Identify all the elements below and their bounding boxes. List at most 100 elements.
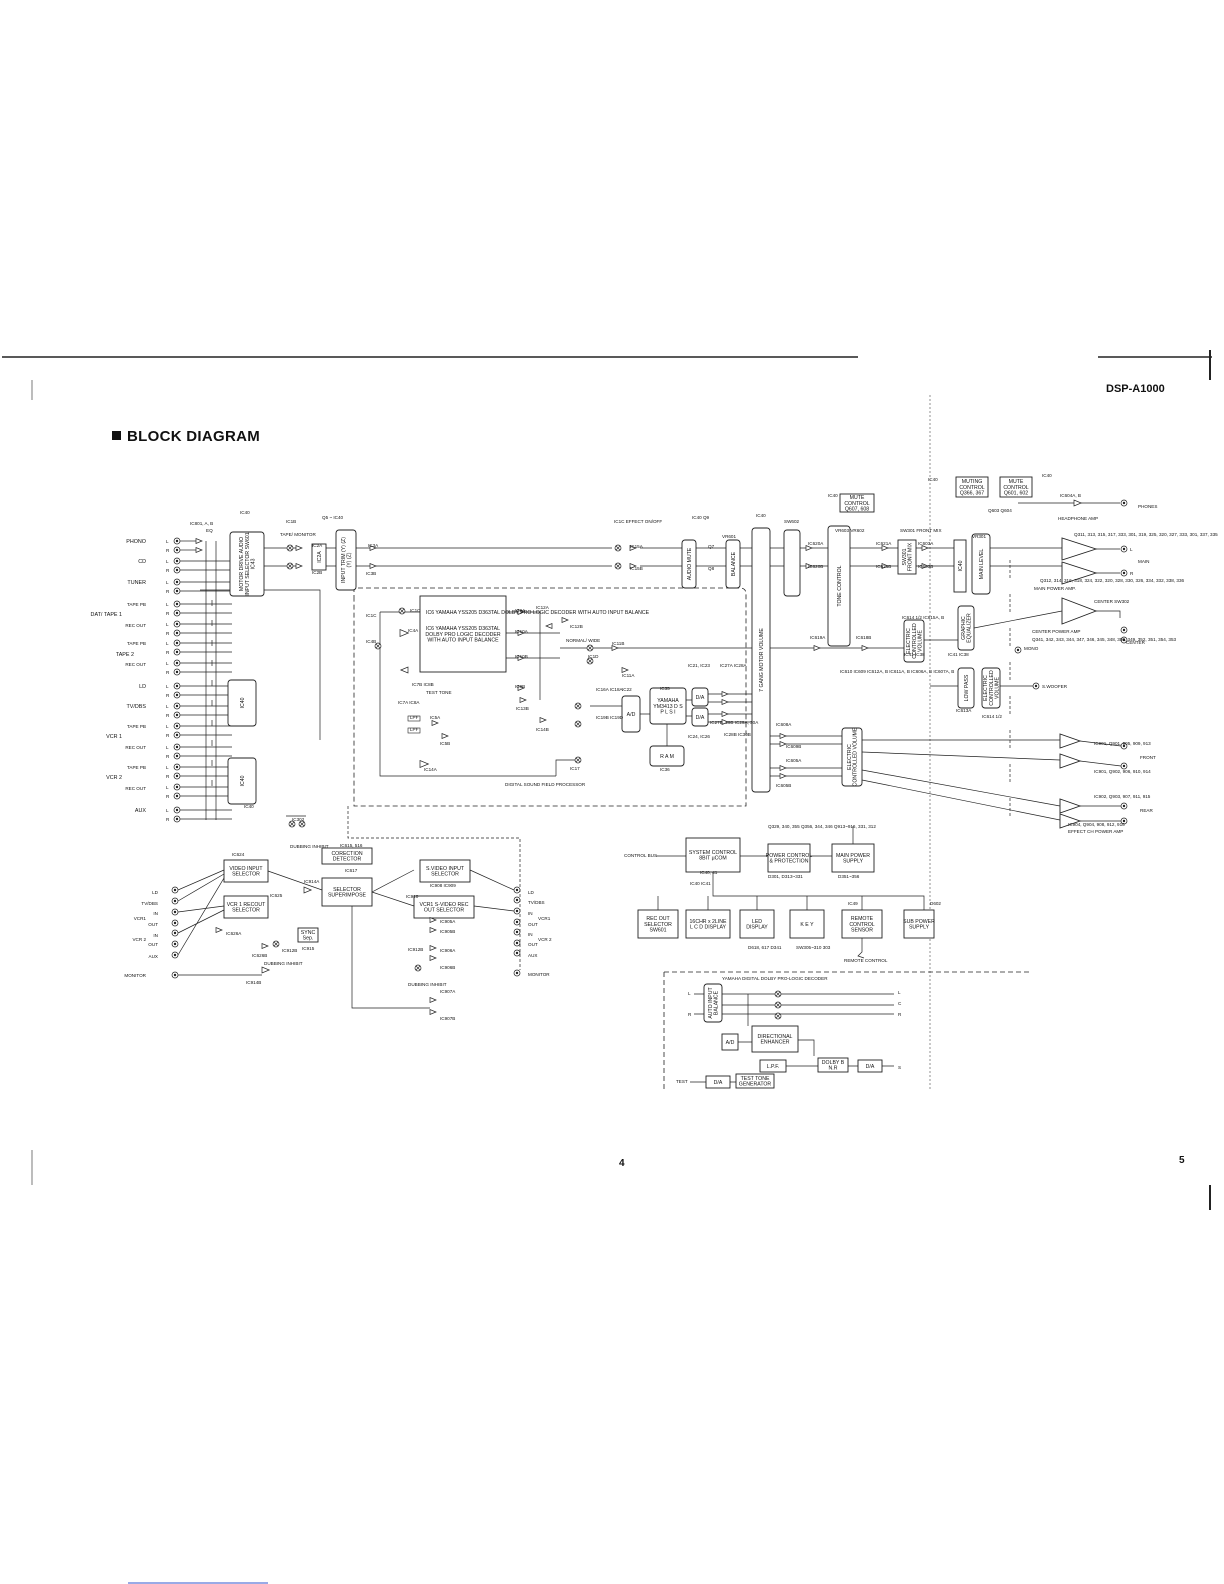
electric-control-1: ELECTRICCONTROLLEDVOLUME (903, 619, 925, 663)
ic41-ic38b-label: IC41 IC38 (948, 652, 969, 657)
audio-input-jack-0 (173, 537, 181, 545)
ic914b-label: IC914B (246, 980, 261, 985)
jack-lr-4: L (166, 580, 169, 585)
ic905b-label: IC905B (440, 929, 455, 934)
input-label-tvdbs: TV/DBS (127, 704, 147, 710)
lpf-block: L.P.F. (759, 1059, 787, 1073)
ic27b-amp (721, 698, 729, 706)
audio-input-labels: PHONO CD TUNER TAPE PB DAT/ TAPE 1 REC O… (91, 539, 147, 814)
decoder-out-c: C (898, 1001, 902, 1006)
electric-control-2: ELECTRICCONTROLLEDVOLUME (981, 667, 1001, 709)
q7-label: Q7 (708, 544, 715, 549)
center-sw-label: CENTER SW302 (1094, 599, 1130, 604)
jack-lr-20: L (166, 745, 169, 750)
ic908-label: IC908 IC909 (430, 883, 456, 888)
ic22-ad: A/D (621, 695, 641, 733)
ic618b-label: IC618B (856, 635, 871, 640)
decoder-ad: A/D (721, 1033, 739, 1051)
graphic-equalizer: GRAPHICEQUALIZER (957, 605, 975, 651)
video-left-jack-3 (171, 919, 179, 927)
vr301-label: VR301 (972, 534, 986, 539)
ic914b-amp (261, 966, 271, 974)
electric-control-3: ELECTRICCONTROLLED VOLUME (841, 727, 863, 787)
ic27a-amp (721, 690, 729, 698)
input-label-vcr2: VCR 2 (106, 775, 122, 781)
audio-input-jack-3 (173, 566, 181, 574)
rear-label: REAR (1140, 808, 1153, 813)
ic28a-amp (721, 710, 729, 718)
ic27b-label: IC27B, 29B IC29A, 30A (710, 720, 759, 725)
ic609b-amp (779, 740, 787, 748)
video-left-jack-0 (171, 886, 179, 894)
ic609b-label: IC609B (786, 744, 801, 749)
seven-gang-volume-text: 7 GANG MOTOR VOLUME (759, 628, 765, 692)
audio-input-jack-1 (173, 546, 181, 554)
decoder-da-left-text: D/A (714, 1080, 723, 1086)
ic907b-amp (429, 1008, 437, 1016)
vcr1-recout-selector: IC40 (227, 757, 257, 805)
electric-control-3-text: ELECTRICCONTROLLED VOLUME (847, 727, 859, 786)
ic604ab-label: IC604A, B (1060, 493, 1081, 498)
lpf-label-1: LPF (410, 715, 419, 720)
main-power-amp-l (1061, 537, 1098, 561)
vid-right-in1: IN (528, 911, 533, 916)
input-label-vcr2-pb: TAPE PB (127, 765, 146, 770)
motor-drive-selector: MOTOR DRIVE AUDIOINPUT SELECTOR SW601IC4… (229, 531, 265, 597)
vid-left-aux: AUX (149, 954, 158, 959)
sw602-label: SW602 (784, 519, 800, 524)
decoder-in-r: R (688, 1012, 692, 1017)
ic7a-label: IC7A IC8A (398, 700, 420, 705)
vid-left-vcr2: VCR 2 (132, 937, 146, 942)
ic12a-label: IC12A (536, 605, 550, 610)
input-label-dat-tape1: DAT/ TAPE 1 (91, 612, 122, 618)
jack-lr-26: L (166, 808, 169, 813)
decoder-ad-text: A/D (726, 1040, 735, 1046)
jack-lr-7: R (166, 611, 170, 616)
lpf-block-text: L.P.F. (767, 1064, 780, 1070)
ic5b-label: IC5B (440, 741, 450, 746)
sw301-label: SW301 FRONT MIX (900, 528, 942, 533)
ic912b-label: IC912B (282, 948, 297, 953)
ic608a-amp (779, 732, 787, 740)
jack-lr-6: L (166, 602, 169, 607)
ic4b-label: IC4B (366, 639, 376, 644)
decoder-title: YAMAHA DIGITAL DOLBY PRO-LOGIC DECODER (722, 976, 828, 981)
ic912b-2-label: IC912B (408, 947, 423, 952)
front-power-amp-b (1059, 753, 1082, 769)
decoder-da-right-text: D/A (866, 1064, 875, 1070)
ic40-a-label: IC40 (928, 477, 938, 482)
balance: BALANCE (725, 539, 741, 589)
ic16a-label: IC16A IC18A (596, 687, 623, 692)
input-label-cd: CD (138, 559, 146, 565)
video-right-jack-1 (513, 896, 521, 904)
ic28b-amp (721, 718, 729, 726)
ic10a-label: IC10A (515, 629, 529, 634)
mono-jack (1014, 646, 1022, 654)
low-pass: LOW PASS (957, 667, 975, 709)
video-left-jack-4 (171, 929, 179, 937)
audio-input-jack-9 (173, 629, 181, 637)
lpf-resistor-2 (407, 727, 421, 734)
ic2a-label: IC2A (312, 543, 323, 548)
jack-lr-9: R (166, 631, 170, 636)
ic9b-amp (517, 684, 525, 692)
audio-input-jack-4 (173, 578, 181, 586)
rear-out-l (1120, 802, 1128, 810)
ic14b-amp (539, 716, 547, 724)
main-r-tag: R (1130, 571, 1134, 576)
model-number: DSP-A1000 (1106, 383, 1165, 395)
ic620a-amp (805, 544, 813, 552)
ic13b-label: IC13B (516, 706, 529, 711)
ic2b-label: IC2B (312, 570, 322, 575)
tape-monitor-label: TAPE/ MONITOR (280, 532, 316, 537)
